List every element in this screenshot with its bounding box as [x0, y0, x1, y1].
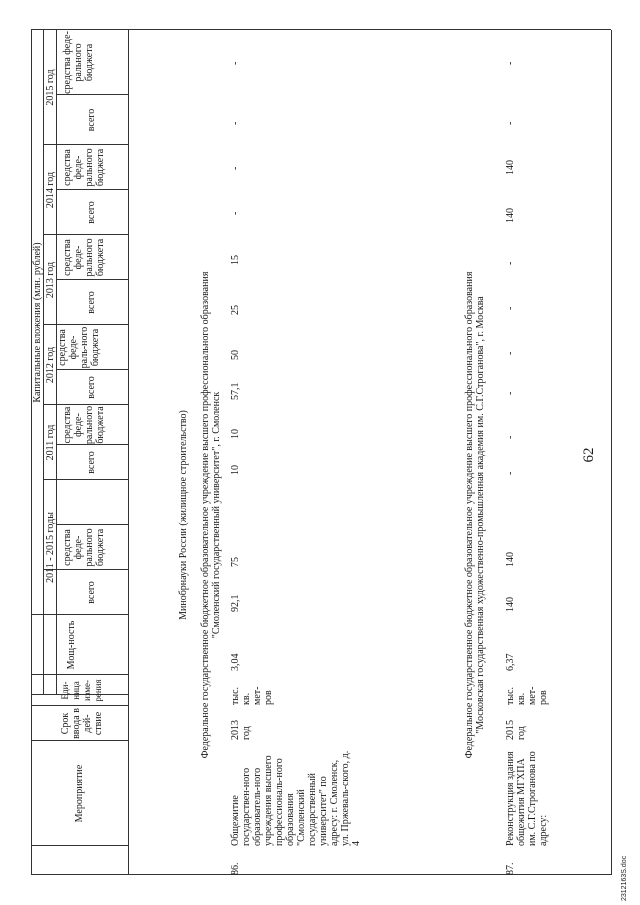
row-value: -	[230, 121, 241, 125]
row-value: -	[505, 61, 516, 65]
row-number: 86.	[230, 862, 241, 876]
federal-header: средства феде-рального бюджета	[62, 148, 106, 187]
period-total-header: 2011 - 2015 годы	[45, 512, 56, 583]
row-number: 87.	[505, 862, 516, 876]
table-bottom-line	[611, 30, 612, 875]
year-2012-header: 2012 год	[45, 346, 56, 384]
row-value: -	[505, 391, 516, 395]
row-value: -	[505, 351, 516, 355]
all-header: всего	[86, 201, 97, 224]
col-line	[31, 29, 611, 30]
row-value: -	[230, 61, 241, 65]
row-value: 140	[505, 597, 516, 612]
row-value: 92,1	[230, 594, 241, 613]
row-term: 2013 год	[230, 720, 252, 740]
capacity-header: Мощ-ность	[66, 620, 77, 670]
all-header: всего	[86, 451, 97, 474]
measure-header-blank	[33, 846, 128, 875]
group-title: Федеральное государственное бюджетное об…	[200, 271, 211, 759]
header-bottom-line	[128, 30, 129, 875]
group-title: Федеральное государственное бюджетное об…	[464, 271, 475, 759]
federal-header: средства феде-раль-ного бюджета	[57, 326, 101, 369]
row-value: -	[505, 306, 516, 310]
row-value: 75	[230, 557, 241, 567]
row-term: 2015 год	[505, 720, 527, 740]
capital-header-line	[43, 30, 44, 695]
group-title: "Смоленский государственный университет"…	[211, 391, 222, 639]
federal-header: средства феде-рального бюджета	[62, 528, 106, 567]
row-value: 57,1	[230, 382, 241, 401]
row-value: -	[505, 121, 516, 125]
year-2011-header: 2011 год	[45, 424, 56, 461]
year-2013-header: 2013 год	[45, 261, 56, 299]
row-name: Общежитие государствен-ного образователь…	[230, 750, 362, 846]
year-2014-header: 2014 год	[45, 171, 56, 209]
all-header: всего	[86, 108, 97, 132]
row-value: 15	[230, 255, 241, 265]
all-header: всего	[86, 581, 97, 604]
row-value: 140	[505, 552, 516, 567]
federal-header: средства феде-рального бюджета	[62, 31, 95, 94]
ministry-section-title: Минобрнауки России (жилищное строительст…	[178, 410, 189, 620]
row-value: 140	[505, 160, 516, 175]
federal-header: средства феде-рального бюджета	[62, 238, 106, 277]
group-title: "Московская государственная художественн…	[475, 296, 486, 734]
unit-header: Еди-ница изме-рения	[60, 679, 103, 702]
row-value: 140	[505, 208, 516, 223]
row-value: -	[505, 261, 516, 265]
row-value: 50	[230, 350, 241, 360]
row-unit: тыс. кв. мет-ров	[505, 686, 549, 705]
measure-header: Мероприятие	[74, 764, 85, 823]
row-unit: тыс. кв. мет-ров	[230, 686, 274, 705]
row-value: -	[505, 435, 516, 439]
row-value: -	[505, 471, 516, 475]
row-value: -	[230, 166, 241, 170]
row-value: -	[230, 211, 241, 215]
row-value: 10	[230, 465, 241, 475]
capital-header: Капитальные вложения (млн. рублей)	[32, 242, 43, 403]
year-2015-header: 2015 год	[45, 69, 56, 106]
all-header: всего	[86, 376, 97, 399]
row-capacity: 6,37	[505, 653, 516, 672]
row-value: 10	[230, 429, 241, 439]
federal-header: средства феде-рального бюджета	[62, 405, 106, 445]
row-name: Реконструкция здания общежития МГХПА им.…	[505, 751, 549, 846]
row-capacity: 3,04	[230, 653, 241, 672]
row-value: 25	[230, 305, 241, 315]
all-header: всего	[86, 291, 97, 314]
term-header: Срок ввода в дей-ствие	[60, 708, 104, 739]
